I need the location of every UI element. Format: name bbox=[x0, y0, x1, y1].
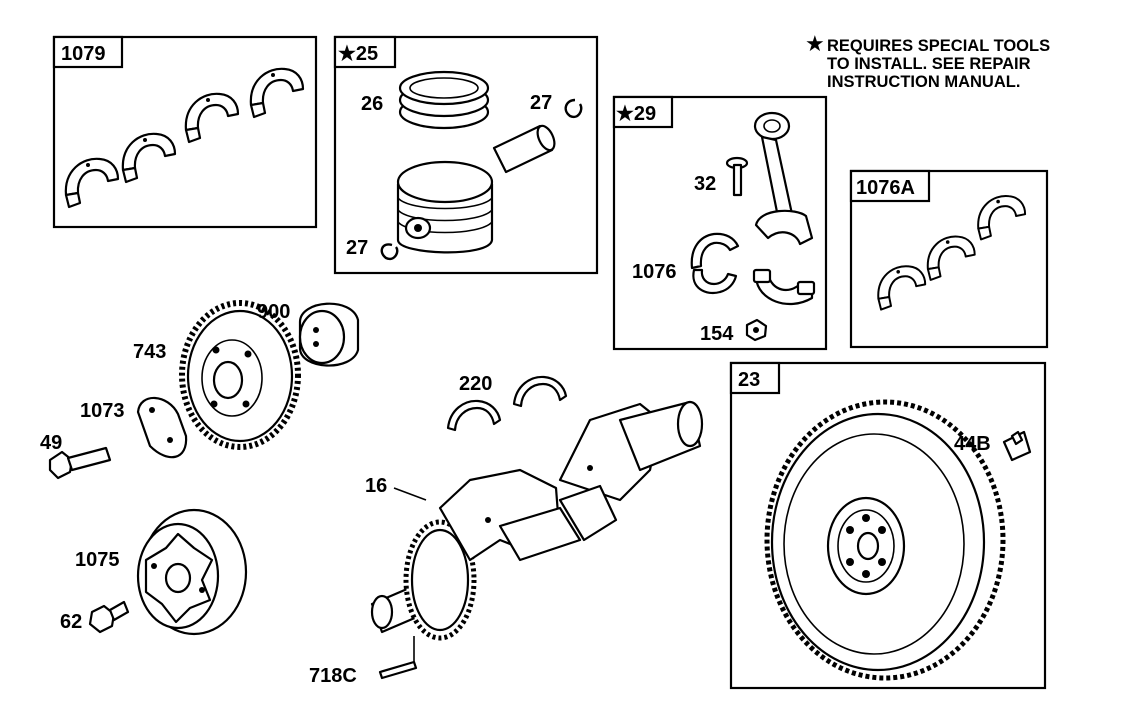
label-1076: 1076 bbox=[632, 261, 677, 283]
box-29: ★29 32 1076 154 bbox=[612, 95, 828, 351]
box-1079-label: 1079 bbox=[61, 43, 106, 65]
piston-rings bbox=[398, 70, 490, 130]
cam-gear bbox=[179, 300, 301, 450]
box-1076a-label: 1076A bbox=[856, 177, 915, 199]
box-25-label: ★25 bbox=[338, 43, 378, 65]
hex-bolt-49 bbox=[48, 446, 112, 480]
label-62: 62 bbox=[60, 611, 82, 633]
label-27-bottom: 27 bbox=[346, 237, 368, 259]
label-1073: 1073 bbox=[80, 400, 125, 422]
label-49: 49 bbox=[40, 432, 62, 454]
note-line-1: REQUIRES SPECIAL TOOLS bbox=[827, 37, 1050, 55]
label-718c: 718C bbox=[309, 665, 357, 687]
coupling-hub bbox=[136, 508, 248, 636]
piston bbox=[396, 160, 494, 254]
governor-cup bbox=[298, 302, 360, 367]
rod-bolt bbox=[725, 156, 749, 197]
label-32: 32 bbox=[694, 173, 716, 195]
crankshaft bbox=[370, 400, 704, 641]
piston-pin bbox=[492, 124, 556, 174]
label-44b: 44B bbox=[954, 433, 991, 455]
label-220: 220 bbox=[459, 373, 492, 395]
circlip-bottom bbox=[380, 243, 399, 261]
box-29-label: ★29 bbox=[616, 103, 656, 125]
label-1075: 1075 bbox=[75, 549, 120, 571]
cam-plate bbox=[136, 396, 188, 459]
box-23-label: 23 bbox=[738, 369, 760, 391]
rod-cap bbox=[752, 268, 816, 306]
note-line-3: INSTRUCTION MANUAL. bbox=[827, 73, 1020, 91]
label-154: 154 bbox=[700, 323, 734, 345]
roll-pin bbox=[378, 636, 418, 680]
flywheel-bolt bbox=[1002, 430, 1032, 462]
label-27-top: 27 bbox=[530, 92, 552, 114]
rod-bearing-shell bbox=[690, 232, 740, 295]
rod-nut bbox=[745, 318, 768, 342]
box-23: 23 44B bbox=[729, 361, 1047, 690]
circlip-top bbox=[564, 98, 583, 119]
special-tools-note: ★ REQUIRES SPECIAL TOOLS TO INSTALL. SEE… bbox=[805, 32, 1050, 91]
rod-bearing-shells-std bbox=[877, 195, 1027, 311]
connecting-rod bbox=[753, 111, 814, 246]
box-25: ★25 26 27 27 bbox=[333, 35, 599, 275]
main-bearing-shells bbox=[64, 67, 305, 209]
label-743: 743 bbox=[133, 341, 166, 363]
note-line-2: TO INSTALL. SEE REPAIR bbox=[827, 55, 1031, 73]
label-26: 26 bbox=[361, 93, 383, 115]
hex-bolt-62 bbox=[88, 600, 130, 634]
flywheel bbox=[764, 399, 1006, 681]
label-16: 16 bbox=[365, 475, 387, 497]
box-1079: 1079 bbox=[52, 35, 318, 229]
label-900: 900 bbox=[257, 301, 290, 323]
note-star: ★ bbox=[805, 32, 825, 57]
box-1076a: 1076A bbox=[849, 169, 1049, 349]
